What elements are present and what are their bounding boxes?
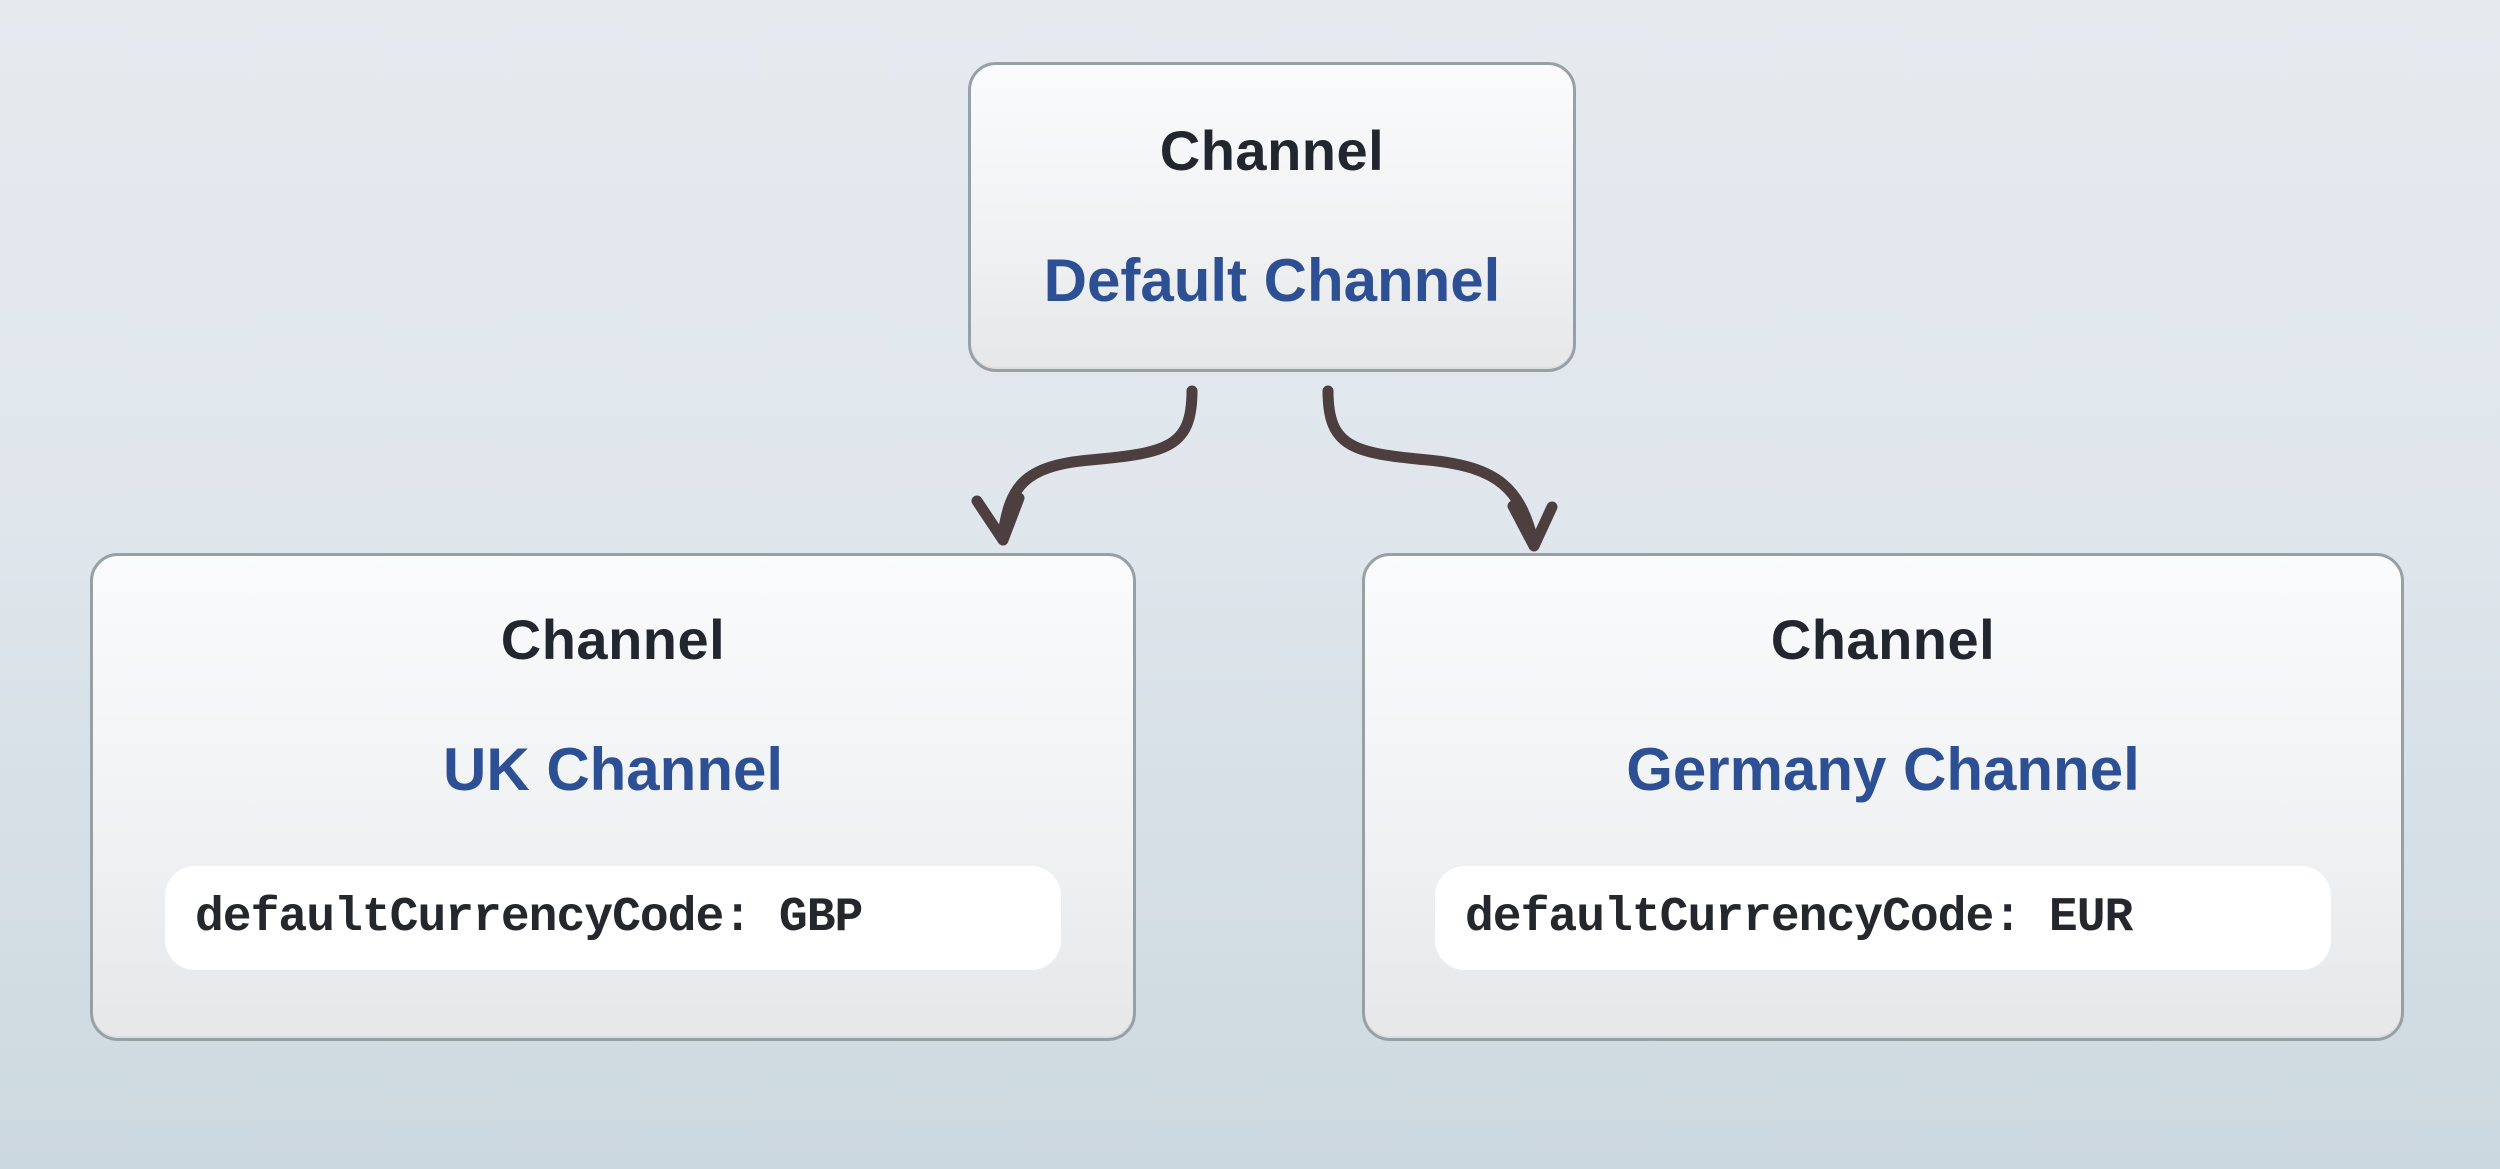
- attribute-code-text: defaultCurrencyCode: GBP: [195, 891, 863, 945]
- attribute-pill: defaultCurrencyCode: GBP: [165, 866, 1061, 970]
- node-type-label: Channel: [1159, 119, 1385, 182]
- node-name-label: Germany Channel: [1626, 736, 2140, 803]
- attribute-pill: defaultCurrencyCode: EUR: [1435, 866, 2331, 970]
- arrow-left-head-icon: [971, 492, 1025, 546]
- arrow-right-head-icon: [1507, 500, 1558, 552]
- node-default-channel: Channel Default Channel: [968, 62, 1576, 372]
- arrow-left-curve: [997, 385, 1198, 540]
- attribute-code-text: defaultCurrencyCode: EUR: [1465, 891, 2133, 945]
- node-uk-channel: Channel UK Channel defaultCurrencyCode: …: [90, 553, 1136, 1041]
- node-name-label: Default Channel: [1043, 247, 1501, 314]
- node-type-label: Channel: [1770, 608, 1996, 671]
- arrow-root-to-uk: [971, 385, 1198, 546]
- arrow-root-to-germany: [1322, 385, 1558, 552]
- node-type-label: Channel: [500, 608, 726, 671]
- arrow-right-curve: [1322, 385, 1539, 546]
- node-name-label: UK Channel: [442, 736, 784, 803]
- node-germany-channel: Channel Germany Channel defaultCurrencyC…: [1362, 553, 2404, 1041]
